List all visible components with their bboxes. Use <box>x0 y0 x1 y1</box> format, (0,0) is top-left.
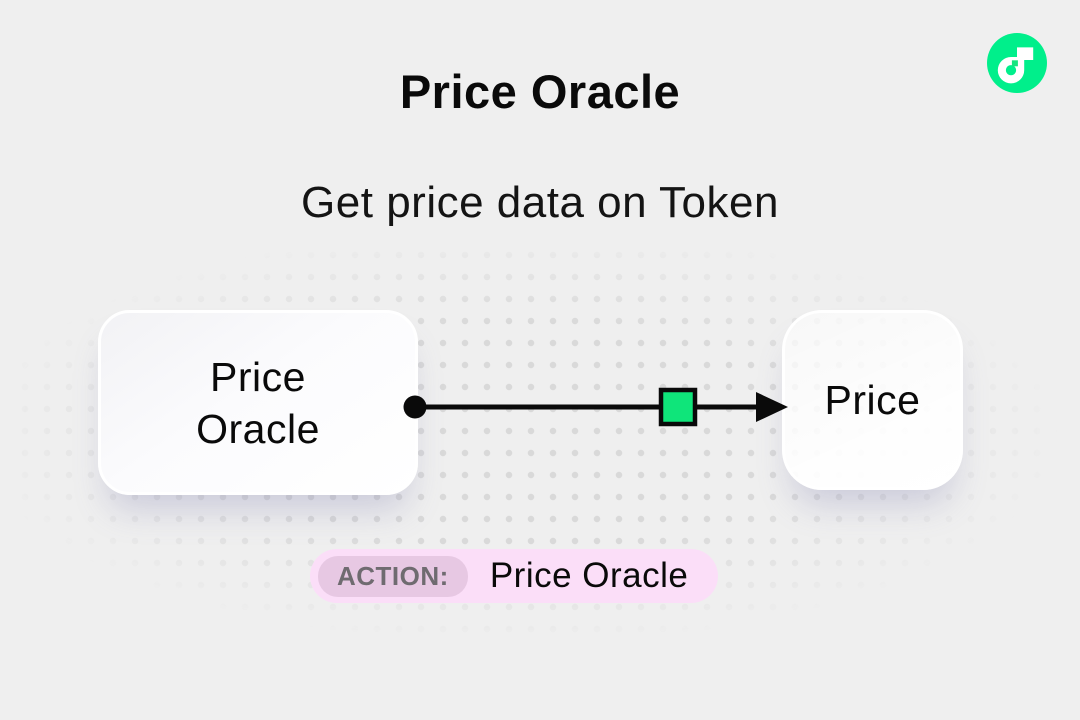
connector-arrowhead <box>756 392 788 422</box>
action-badge: ACTION: Price Oracle <box>310 549 719 603</box>
action-badge-label: ACTION: <box>318 555 468 597</box>
action-badge-value: Price Oracle <box>489 556 689 595</box>
connector-marker-square <box>658 387 698 427</box>
node-price: Price <box>782 310 963 490</box>
node-price-oracle-label: Price Oracle <box>196 353 320 452</box>
flow-logo-icon <box>987 33 1047 93</box>
flow-logo-notch <box>1011 60 1018 67</box>
page-subtitle: Get price data on Token <box>301 178 779 227</box>
node-price-oracle: Price Oracle <box>98 310 418 495</box>
page-title: Price Oracle <box>399 65 681 118</box>
connector-start-dot <box>403 395 427 419</box>
connector-arrow <box>403 387 788 427</box>
node-price-label: Price <box>824 377 921 423</box>
